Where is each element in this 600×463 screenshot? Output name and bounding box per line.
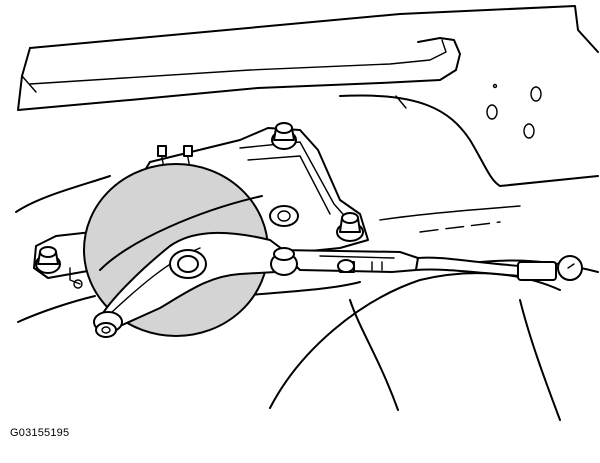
bushing (269, 205, 299, 227)
connecting-rod (270, 247, 521, 277)
ball-joint (517, 255, 583, 281)
panel-holes (486, 83, 542, 139)
figure-id-label: G03155195 (10, 427, 70, 439)
bolt-left (35, 246, 61, 274)
arm-end-nut (93, 311, 123, 338)
bolt-right (336, 212, 364, 242)
body-panel-top (17, 5, 599, 187)
bolt-top (271, 122, 297, 150)
crank-arm (99, 231, 287, 327)
